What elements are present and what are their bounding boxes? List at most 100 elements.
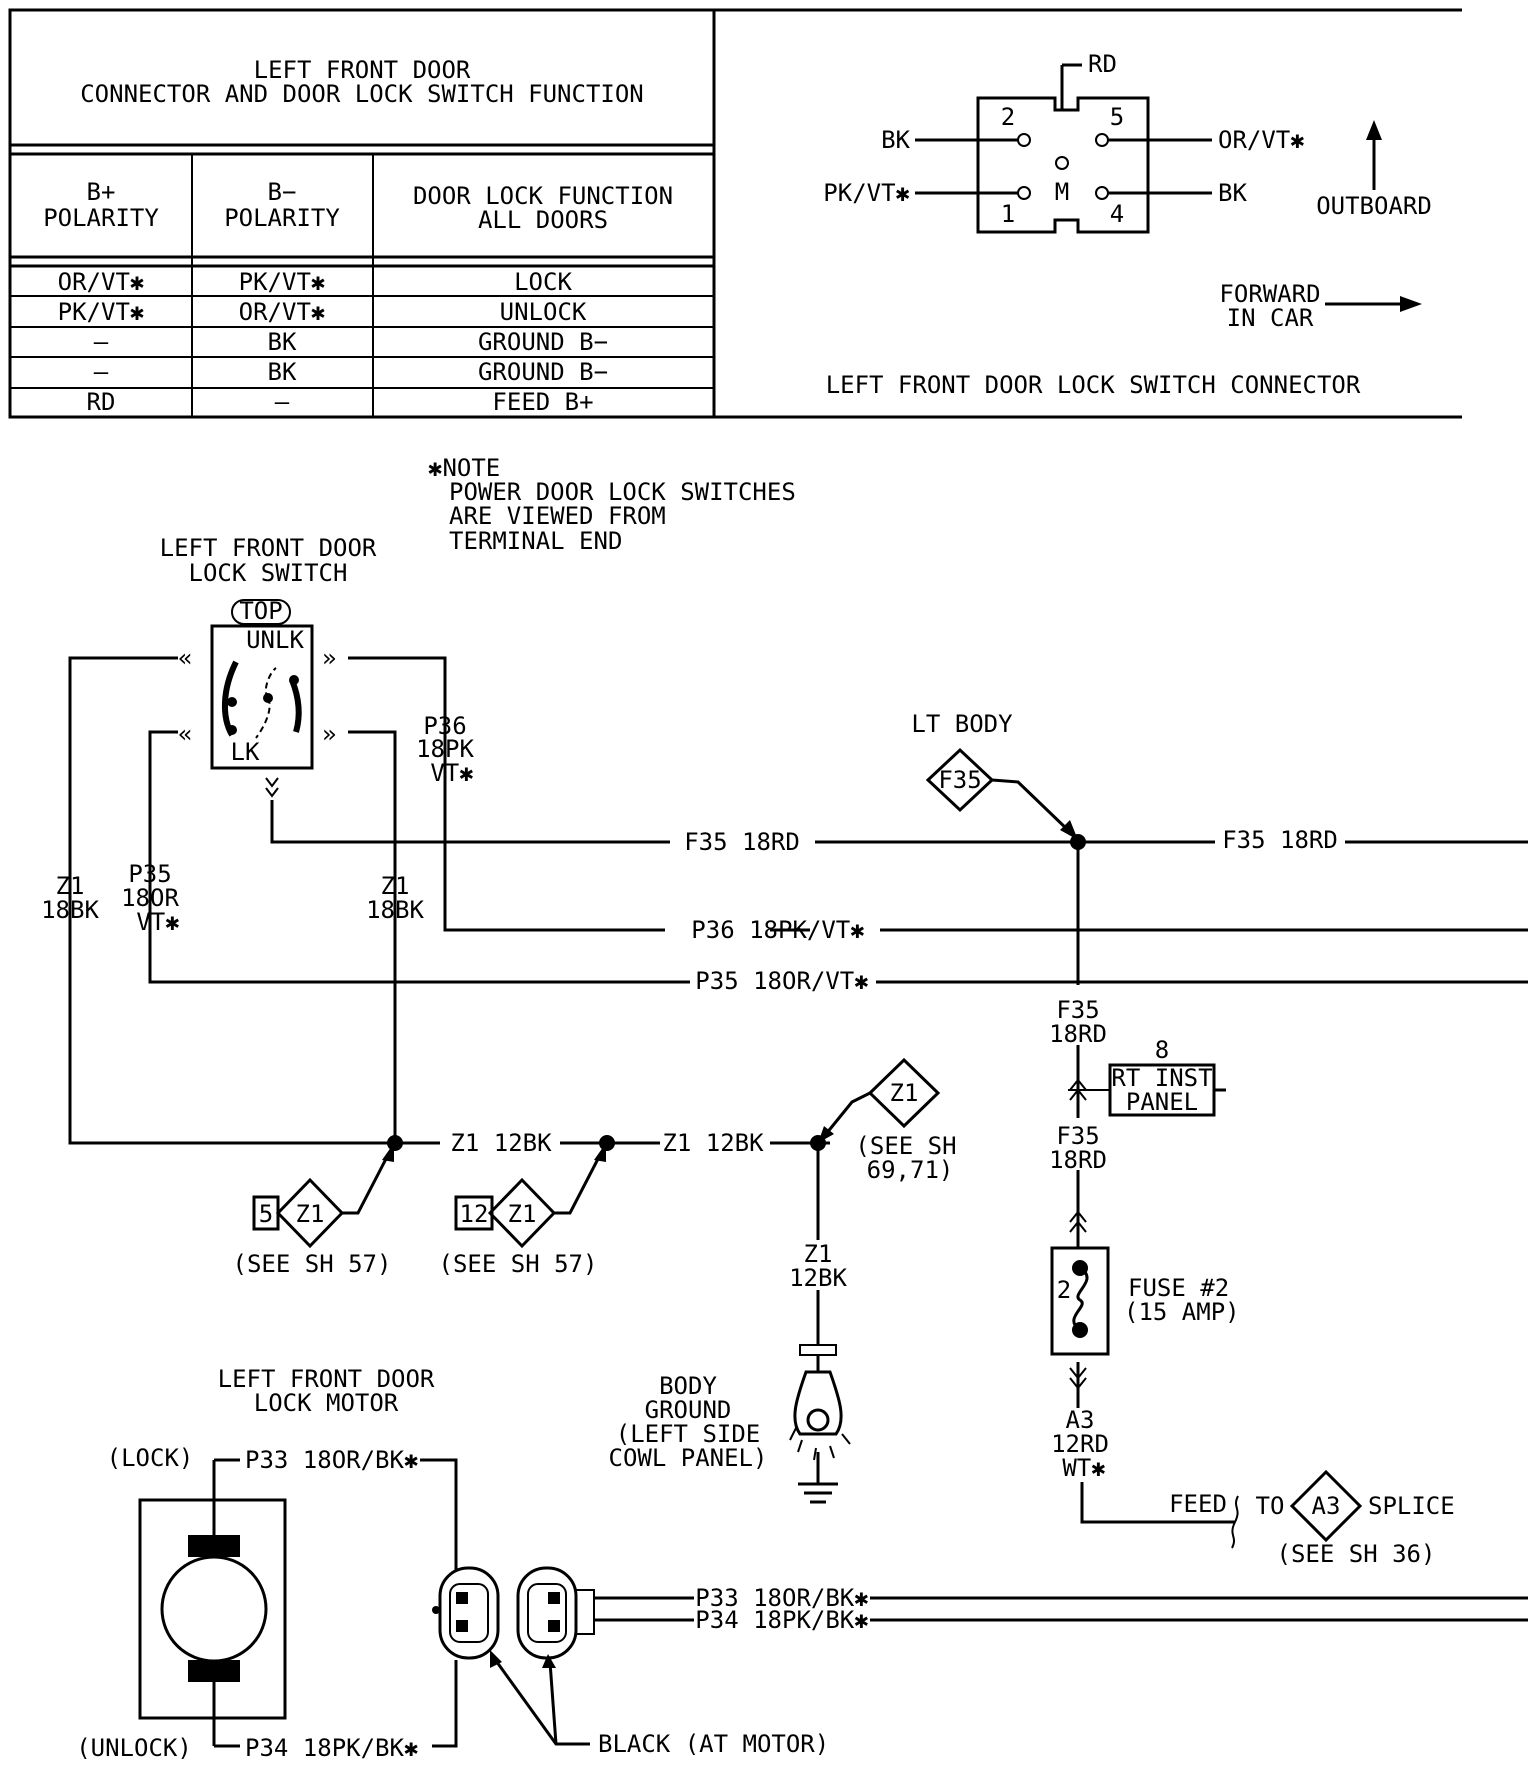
header-bplus-line1: B+: [87, 178, 116, 206]
note-line4: TERMINAL END: [449, 527, 622, 555]
z1-see-line1: (SEE SH: [855, 1132, 956, 1160]
body-ground-line4: COWL PANEL): [609, 1444, 768, 1472]
wire-label-p36-horiz: P36 18PK/VT✱: [691, 916, 864, 944]
wire-label-z1-12bk: Z1 12BK: [450, 1129, 552, 1157]
wire-label-f35-right: F35 18RD: [1222, 826, 1338, 854]
wire-label-a3: 12RD: [1051, 1430, 1109, 1458]
pin-1: 1: [1001, 200, 1015, 228]
wire-label-p35: P35: [128, 860, 171, 888]
table-row: PK/VT✱ OR/VT✱ UNLOCK: [58, 298, 587, 326]
motor-wire-p33: P33 18OR/BK✱: [245, 1446, 418, 1474]
outboard-label: OUTBOARD: [1316, 192, 1432, 220]
a3-tag: A3: [1312, 1492, 1341, 1520]
wire-label-f35-mid: F35 18RD: [684, 828, 800, 856]
to-label: TO: [1256, 1492, 1285, 1520]
function-table: LEFT FRONT DOOR CONNECTOR AND DOOR LOCK …: [8, 8, 716, 419]
rt-inst-num: 8: [1155, 1036, 1169, 1064]
fuse-label-line2: (15 AMP): [1124, 1298, 1240, 1326]
wire-label-p35-horiz: P35 18OR/VT✱: [695, 967, 868, 995]
fuse-num: 2: [1057, 1276, 1071, 1304]
header-function-line1: DOOR LOCK FUNCTION: [413, 182, 673, 210]
wire-label-a3: WT✱: [1062, 1454, 1105, 1482]
lt-body-ref: LT BODY F35: [911, 710, 1078, 840]
splice-12-ref: 12 Z1 (SEE SH 57): [439, 1143, 606, 1278]
pin-4: 4: [1110, 200, 1124, 228]
a3-see-ref: (SEE SH 36): [1277, 1540, 1436, 1568]
splice-5-see: (SEE SH 57): [233, 1250, 392, 1278]
cell: GROUND B−: [478, 328, 608, 356]
table-row: OR/VT✱ PK/VT✱ LOCK: [58, 268, 573, 296]
cell: LOCK: [514, 268, 572, 296]
wire-network: [68, 656, 1528, 1524]
cell: PK/VT✱: [58, 298, 145, 326]
wire-label-f35-vert1: 18RD: [1049, 1020, 1107, 1048]
connector-wire-top: RD: [1088, 50, 1117, 78]
connector-title: LEFT FRONT DOOR LOCK SWITCH CONNECTOR: [826, 371, 1361, 399]
chevron-left-unlk: «: [178, 644, 192, 672]
rt-inst-line2: PANEL: [1126, 1088, 1198, 1116]
wire-label-z1-right: 18BK: [366, 896, 424, 924]
motor-right-p34: P34 18PK/BK✱: [695, 1606, 868, 1634]
splice-12-num: 12: [460, 1200, 489, 1228]
connector-wire-pin4: BK: [1218, 179, 1247, 207]
cell: BK: [268, 328, 297, 356]
splice-label: SPLICE: [1368, 1492, 1455, 1520]
table-row: RD — FEED B+: [87, 388, 594, 416]
header-bminus-line1: B−: [268, 178, 297, 206]
header-function-line2: ALL DOORS: [478, 206, 608, 234]
wire-label-p35: VT✱: [136, 908, 179, 936]
feed-a3-ref: FEED TO A3 SPLICE (SEE SH 36): [1169, 1469, 1455, 1568]
wire-label-z1-vert: 12BK: [789, 1264, 847, 1292]
cell: —: [94, 358, 109, 386]
cell: GROUND B−: [478, 358, 608, 386]
body-ground-line2: GROUND: [645, 1396, 732, 1424]
cell: OR/VT✱: [239, 298, 326, 326]
cell: RD: [87, 388, 116, 416]
wire-label-z1-12bk: Z1 12BK: [662, 1129, 764, 1157]
feed-label: FEED: [1169, 1490, 1227, 1518]
table-row: — BK GROUND B−: [94, 328, 608, 356]
wire-label-z1-right: Z1: [381, 872, 410, 900]
center-m: M: [1055, 178, 1069, 206]
body-ground-line1: BODY: [659, 1372, 717, 1400]
forward-label-line2: IN CAR: [1227, 304, 1314, 332]
motor-unlock-label: (UNLOCK): [76, 1734, 192, 1762]
wire-label-p35: 18OR: [121, 884, 179, 912]
switch-top-label: TOP: [239, 597, 282, 625]
chevron-left-lk: «: [178, 720, 192, 748]
wire-label-p36: 18PK: [416, 735, 474, 763]
door-lock-motor: LEFT FRONT DOOR LOCK MOTOR (LOCK) (UNLOC…: [76, 1365, 1528, 1762]
motor-wire-p34: P34 18PK/BK✱: [245, 1734, 418, 1762]
wire-label-f35-vert2: 18RD: [1049, 1146, 1107, 1174]
cell: —: [275, 388, 290, 416]
note-line2: POWER DOOR LOCK SWITCHES: [449, 478, 796, 506]
cell: —: [94, 328, 109, 356]
connector-wire-pin2: BK: [881, 126, 910, 154]
splice-5-tag: Z1: [296, 1200, 325, 1228]
z1-see-line2: 69,71): [867, 1156, 954, 1184]
wire-label-z1-left: Z1: [56, 872, 85, 900]
z1-tag: Z1: [890, 1079, 919, 1107]
switch-title-line1: LEFT FRONT DOOR: [160, 534, 377, 562]
motor-title-line1: LEFT FRONT DOOR: [218, 1365, 435, 1393]
cell: PK/VT✱: [239, 268, 326, 296]
f35-tag: F35: [938, 766, 981, 794]
motor-right-p33: P33 18OR/BK✱: [695, 1584, 868, 1612]
chevron-right-unlk: »: [322, 644, 336, 672]
fuse-label-line1: FUSE #2: [1128, 1274, 1229, 1302]
switch-unlk-label: UNLK: [246, 626, 304, 654]
header-bplus-line2: POLARITY: [43, 204, 159, 232]
wire-label-f35-vert2: F35: [1056, 1122, 1099, 1150]
forward-label-line1: FORWARD: [1219, 280, 1320, 308]
wire-label-z1-left: 18BK: [41, 896, 99, 924]
wire-label-f35-vert1: F35: [1056, 996, 1099, 1024]
note-line1: ✱NOTE: [428, 454, 500, 482]
rt-inst-panel-ref: 8 RT INST PANEL: [1108, 1036, 1226, 1117]
header-bminus-line2: POLARITY: [224, 204, 340, 232]
splice-5-num: 5: [259, 1200, 273, 1228]
cell: BK: [268, 358, 297, 386]
fuse-2: 2 FUSE #2 (15 AMP): [1050, 1246, 1240, 1356]
body-ground: BODY GROUND (LEFT SIDE COWL PANEL): [609, 1344, 851, 1504]
cell: UNLOCK: [500, 298, 587, 326]
